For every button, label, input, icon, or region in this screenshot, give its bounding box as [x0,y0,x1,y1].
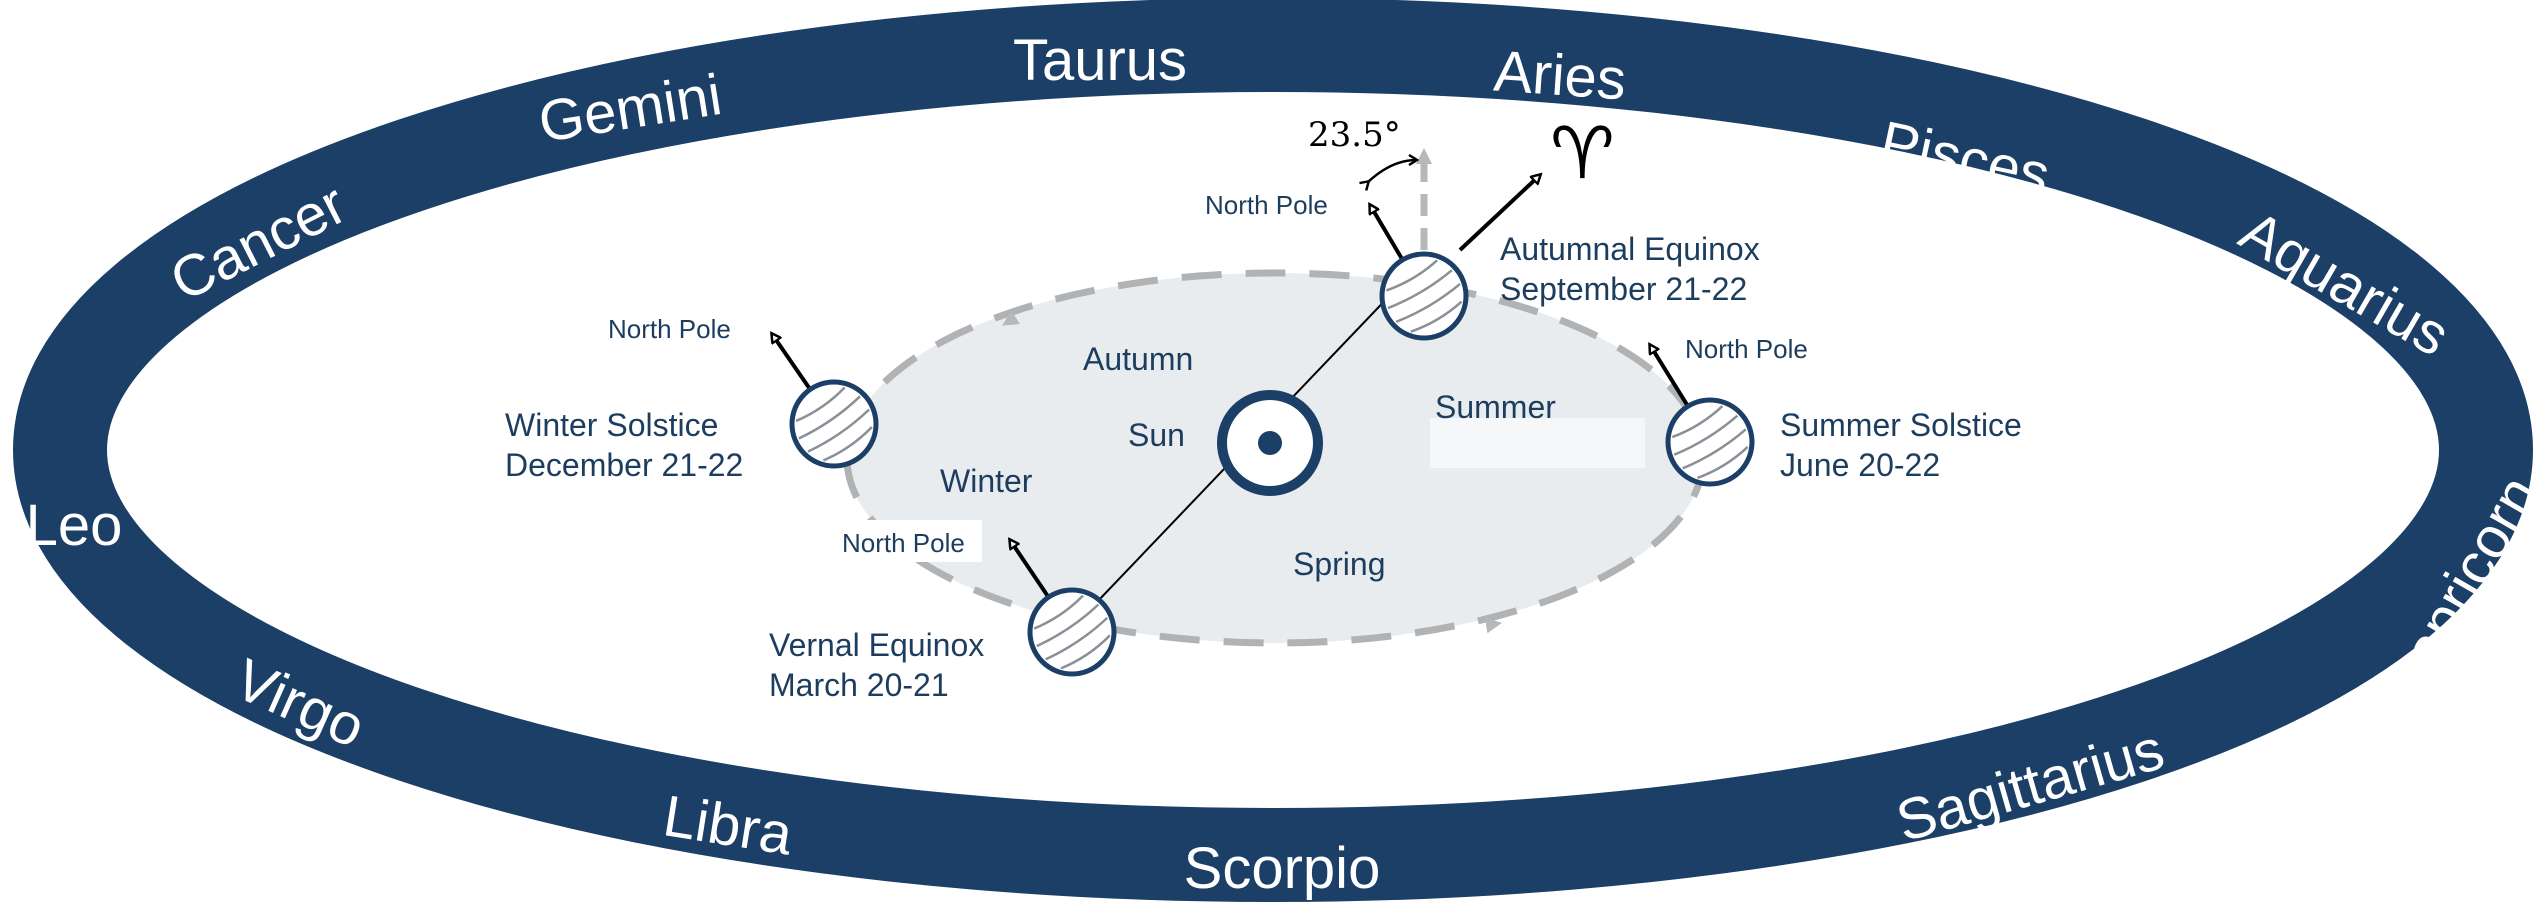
planets [772,205,1755,677]
summer-solstice-title: Summer Solstice [1780,407,2022,443]
earth-stripe [807,408,870,453]
season-winter: Winter [940,463,1033,499]
earth-stripe [1387,269,1453,310]
zodiac-label-scorpio: Scorpio [1184,836,1381,901]
north-pole-label-autumnal: North Pole [1205,190,1328,220]
north-pole-label-winter: North Pole [608,314,731,344]
earth-stripe [1036,603,1100,648]
earth-autumnal [1370,205,1469,341]
vernal-equinox-title: Vernal Equinox [769,627,984,663]
autumnal-equinox-title: Autumnal Equinox [1500,231,1760,267]
earth-stripe [795,386,846,423]
earth-stripe [1045,616,1109,661]
orbit-arrow-bottom [1484,617,1502,634]
earth-stripe [822,426,873,462]
aries-direction-arrow [1458,175,1540,252]
sun-center-dot [1258,431,1282,455]
sun [1217,390,1323,496]
earth-stripe [1673,414,1739,456]
autumnal-equinox-date: September 21-22 [1500,271,1747,307]
earth-stripe [1060,634,1111,670]
sun-label: Sun [1128,417,1185,453]
aries-symbol: ♈ [1550,111,1615,195]
earth-globe-vernal [1027,587,1117,677]
winter-solstice-date: December 21-22 [505,447,743,483]
earth-stripe [1033,594,1084,630]
season-autumn: Autumn [1083,341,1193,377]
earth-stripe [1386,259,1438,292]
earth-stripe [798,395,861,440]
north-pole-label-summer: North Pole [1685,334,1808,364]
earth-stripe [1410,300,1463,333]
zodiac-label-taurus: Taurus [1013,28,1187,93]
north-pole-label-box-vernal [832,520,982,562]
tilt-angle-label: 23.5° [1308,115,1401,155]
summer-solstice-date: June 20-22 [1780,447,1940,483]
winter-solstice-title: Winter Solstice [505,407,718,443]
earth-stripe [1671,405,1724,439]
north-pole-label-vernal: North Pole [842,528,965,558]
north-pole-arrow-autumnal [1370,205,1406,263]
north-pole-arrow-summer [1650,345,1691,410]
zodiac-ring [13,0,2533,902]
earth-stripe [1697,446,1749,480]
summer-label-box [1430,418,1645,468]
north-pole-arrow-vernal [1010,540,1052,600]
zodiac-label-leo: Leo [26,493,123,558]
season-spring: Spring [1293,546,1386,582]
vernal-equinox-date: March 20-21 [769,667,949,703]
earth-stripe [1395,282,1461,323]
earth-winter [772,334,879,469]
earth-globe-winter [789,379,879,469]
tilt-angle-arc [1368,160,1416,182]
north-pole-arrow-winter [772,334,813,393]
earth-vernal [1010,540,1117,677]
earth-summer [1650,345,1755,487]
season-summer: Summer [1435,389,1556,425]
zodiac-label-aries: Aries [1492,38,1628,112]
earth-stripe [1682,428,1747,470]
